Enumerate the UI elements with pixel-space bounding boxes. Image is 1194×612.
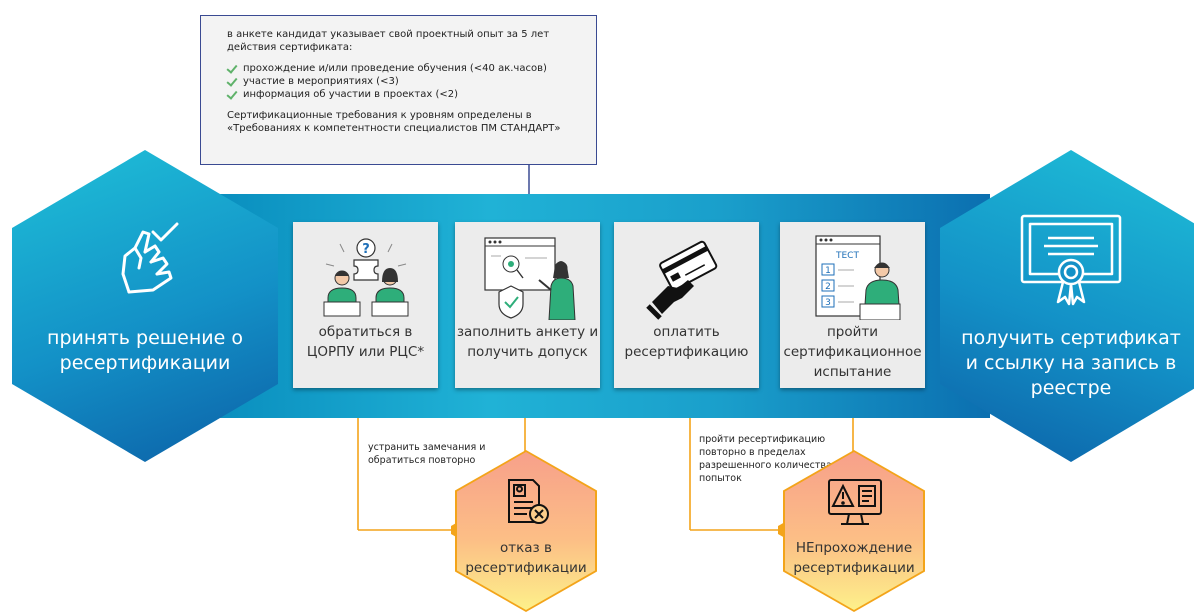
check-icon (227, 77, 237, 87)
document-rejected-icon (508, 479, 549, 524)
step-card-payment: оплатить ресертификацию (614, 222, 759, 388)
test-word: ТЕСТ (835, 251, 859, 261)
test-number: 3 (825, 298, 831, 308)
step-card-application: заполнить анкету и получить допуск (455, 222, 600, 388)
warning-monitor-icon (828, 479, 882, 525)
fail-hexagon: НЕпрохождение ресертификации (783, 450, 925, 612)
test-number: 2 (825, 282, 831, 292)
credit-card-payment-icon (646, 240, 718, 320)
step-card-contact: ? обратиться в ЦОРПУ или РЦС* (293, 222, 438, 388)
people-question-icon: ? (323, 238, 409, 317)
check-icon (227, 90, 237, 100)
svg-text:?: ? (362, 242, 370, 257)
checklist-item: участие в мероприятиях (<3) (227, 75, 570, 88)
requirements-callout: в анкете кандидат указывает свой проектн… (200, 15, 597, 165)
step-card-exam: ТЕСТ 1 2 3 пройти сертификационное испыт… (780, 222, 925, 388)
loop-note-fix: устранить замечания и обратиться повторн… (368, 442, 486, 466)
callout-footer: Сертификационные требования к уровням оп… (227, 110, 561, 134)
hand-check-icon (121, 222, 179, 294)
checklist-item: информация об участии в проектах (<2) (227, 88, 570, 101)
callout-checklist: прохождение и/или проведение обучения (<… (227, 62, 570, 101)
callout-intro: в анкете кандидат указывает свой проектн… (227, 29, 550, 53)
start-label: принять решение о ресертификации (47, 327, 243, 374)
step-label: обратиться в ЦОРПУ или РЦС* (306, 324, 425, 360)
step-label: заполнить анкету и получить допуск (456, 324, 599, 360)
certificate-icon (1020, 214, 1122, 306)
test-number: 1 (825, 266, 831, 276)
checklist-item: прохождение и/или проведение обучения (<… (227, 62, 570, 75)
check-icon (227, 64, 237, 74)
test-exam-icon: ТЕСТ 1 2 3 (815, 235, 901, 320)
reject-label: отказ в ресертификации (465, 540, 587, 576)
end-label: получить сертификат и ссылку на запись в… (961, 327, 1181, 399)
fail-label: НЕпрохождение ресертификации (793, 540, 915, 576)
loop-note-retry: пройти ресертификацию повторно в предела… (699, 434, 832, 484)
step-label: пройти сертификационное испытание (783, 324, 922, 380)
application-form-icon (484, 237, 576, 320)
step-label: оплатить ресертификацию (624, 324, 749, 360)
